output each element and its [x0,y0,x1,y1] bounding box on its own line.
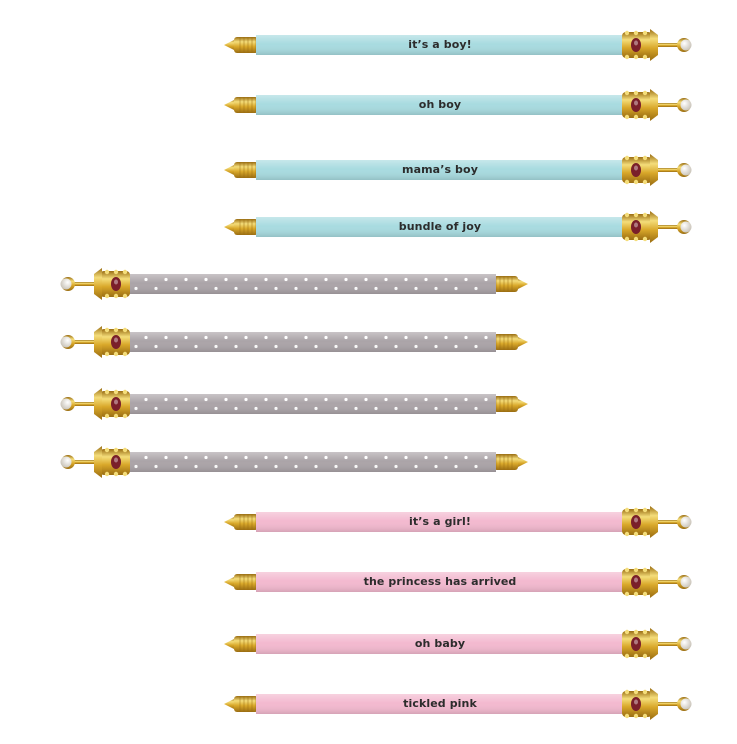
pen-tip [494,396,528,412]
pink-pen-3: oh baby [222,624,712,664]
pen-barrel [256,35,624,55]
pearl-clicker [658,98,692,112]
grey-pen-3 [40,384,530,424]
pearl-clicker [60,397,94,411]
grey-pen-1 [40,264,530,304]
pen-graphic [224,628,692,660]
blue-pen-3: mama’s boy [222,150,712,190]
pen-tip [494,276,528,292]
pen-barrel [256,95,624,115]
pen-tip [224,574,258,590]
pen-tip [494,454,528,470]
pen-barrel [256,512,624,532]
pen-graphic [224,29,692,61]
pen-graphic [224,506,692,538]
pen-tip [224,636,258,652]
pen-barrel [256,694,624,714]
pen-barrel [256,217,624,237]
pen-tip [494,334,528,350]
pink-pen-4: tickled pink [222,684,712,724]
pearl-clicker [60,277,94,291]
crown-cap [622,506,658,538]
crown-cap [622,688,658,720]
pearl-clicker [658,697,692,711]
pen-graphic [224,89,692,121]
crown-cap [94,326,130,358]
pen-tip [224,97,258,113]
crown-cap [94,446,130,478]
pen-tip [224,37,258,53]
pen-barrel [256,572,624,592]
pearl-clicker [658,220,692,234]
grey-pen-2 [40,322,530,362]
blue-pen-2: oh boy [222,85,712,125]
pen-barrel [128,394,496,414]
blue-pen-4: bundle of joy [222,207,712,247]
pearl-clicker [658,163,692,177]
pink-pen-1: it’s a girl! [222,502,712,542]
pearl-clicker [658,575,692,589]
pink-pen-2: the princess has arrived [222,562,712,602]
blue-pen-1: it’s a boy! [222,25,712,65]
crown-cap [622,628,658,660]
pen-graphic [60,388,528,420]
pen-tip [224,162,258,178]
crown-cap [94,268,130,300]
crown-cap [622,89,658,121]
crown-cap [622,566,658,598]
pearl-clicker [60,335,94,349]
pearl-clicker [658,637,692,651]
pen-graphic [224,211,692,243]
crown-cap [94,388,130,420]
pen-graphic [224,154,692,186]
pen-graphic [60,446,528,478]
pen-graphic [60,268,528,300]
crown-cap [622,29,658,61]
pen-graphic [60,326,528,358]
pearl-clicker [658,515,692,529]
pen-tip [224,514,258,530]
pen-graphic [224,688,692,720]
pen-barrel [256,634,624,654]
pen-barrel [128,452,496,472]
crown-cap [622,211,658,243]
grey-pen-4 [40,442,530,482]
pen-barrel [128,332,496,352]
crown-cap [622,154,658,186]
pen-barrel [256,160,624,180]
pen-barrel [128,274,496,294]
pearl-clicker [658,38,692,52]
pen-graphic [224,566,692,598]
pen-tip [224,219,258,235]
pearl-clicker [60,455,94,469]
pen-tip [224,696,258,712]
